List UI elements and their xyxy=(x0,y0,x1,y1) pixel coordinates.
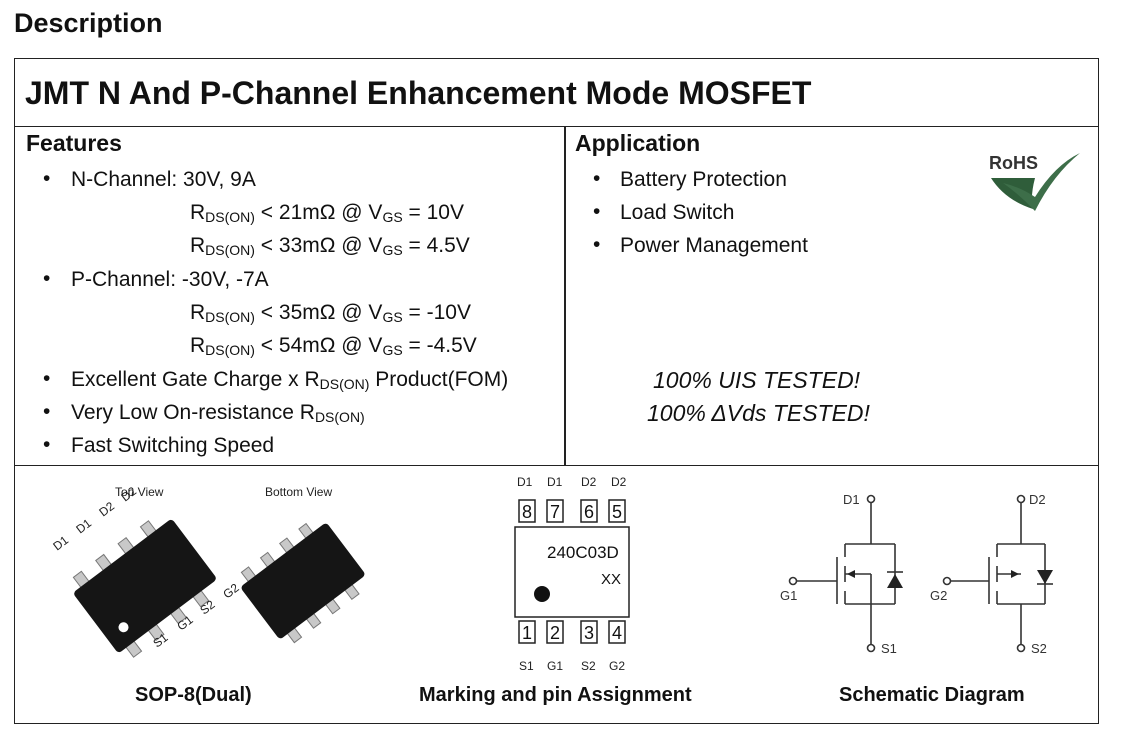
terminal-label: G2 xyxy=(930,588,947,603)
feature-fast-switching: Fast Switching Speed xyxy=(71,434,275,457)
feature-p-rds-2: RDS(ON) < 54mΩ @ VGS = -4.5V xyxy=(190,334,477,358)
feature-low-resistance: Very Low On-resistance RDS(ON) xyxy=(71,401,365,425)
pin-label: G1 xyxy=(547,659,563,673)
pin-label: D2 xyxy=(96,499,117,520)
application-heading: Application xyxy=(575,130,701,156)
terminal-label: S2 xyxy=(1031,641,1047,656)
column-divider xyxy=(564,127,566,465)
bullet: • xyxy=(43,400,51,423)
bottom-view-chip xyxy=(240,522,365,644)
application-item: Battery Protection xyxy=(620,168,787,191)
pin-number: 2 xyxy=(550,623,560,643)
product-title: JMT N And P-Channel Enhancement Mode MOS… xyxy=(25,75,812,111)
bullet: • xyxy=(43,167,51,190)
pin-label: S2 xyxy=(581,659,596,673)
marking-code: 240C03D xyxy=(547,543,619,562)
n-diode-icon xyxy=(887,574,903,588)
bullet: • xyxy=(593,200,601,223)
pin-number: 8 xyxy=(522,502,532,522)
pin-number: 7 xyxy=(550,502,560,522)
marking-diagram: D1 D1 D2 D2 8 7 6 5 1 2 xyxy=(514,475,630,673)
pin-label: D1 xyxy=(547,475,563,489)
rohs-leaf-icon xyxy=(991,178,1035,209)
pin-number: 1 xyxy=(522,623,532,643)
pin-number: 6 xyxy=(584,502,594,522)
features-heading: Features xyxy=(26,130,122,156)
bullet: • xyxy=(593,233,601,256)
p-diode-icon xyxy=(1037,570,1053,584)
feature-fom: Excellent Gate Charge x RDS(ON) Product(… xyxy=(71,368,509,392)
bullet: • xyxy=(43,367,51,390)
feature-p-rds-1: RDS(ON) < 35mΩ @ VGS = -10V xyxy=(190,301,471,325)
marking-caption: Marking and pin Assignment xyxy=(419,684,692,706)
bullet: • xyxy=(43,267,51,290)
schematic-caption: Schematic Diagram xyxy=(839,684,1025,706)
terminal-label: S1 xyxy=(881,641,897,656)
pin-label: D1 xyxy=(517,475,533,489)
terminal-label: G1 xyxy=(780,588,797,603)
feature-n-rds-2: RDS(ON) < 33mΩ @ VGS = 4.5V xyxy=(190,234,470,258)
feature-n-channel: N-Channel: 30V, 9A xyxy=(71,168,256,191)
terminal-label: D2 xyxy=(1029,492,1046,507)
pin-label: G2 xyxy=(220,580,241,601)
pin-label: S1 xyxy=(519,659,534,673)
application-item: Load Switch xyxy=(620,201,735,224)
features-application-row: Features • N-Channel: 30V, 9A RDS(ON) < … xyxy=(15,127,1098,466)
pin-label: D2 xyxy=(581,475,597,489)
pin-label: D1 xyxy=(50,533,71,554)
bottom-view-label: Bottom View xyxy=(265,485,332,499)
top-view-chip xyxy=(72,519,216,658)
title-row: JMT N And P-Channel Enhancement Mode MOS… xyxy=(15,59,1098,127)
rohs-label: RoHS xyxy=(989,153,1038,173)
pin-number: 4 xyxy=(612,623,622,643)
package-row: Top View Bottom View D1 D1 D2 xyxy=(15,466,1098,723)
terminal-label: D1 xyxy=(843,492,860,507)
lot-code: XX xyxy=(601,571,621,588)
sop8-package-illustration: Top View Bottom View D1 D1 D2 xyxy=(50,484,365,658)
rohs-logo: RoHS xyxy=(989,153,1080,211)
pin-number: 5 xyxy=(612,502,622,522)
application-item: Power Management xyxy=(620,234,808,257)
pin-number: 3 xyxy=(584,623,594,643)
p-arrow-icon xyxy=(1011,570,1019,578)
vds-tested-note: 100% ΔVds TESTED! xyxy=(647,400,870,426)
pin-label: G2 xyxy=(609,659,625,673)
uis-tested-note: 100% UIS TESTED! xyxy=(653,367,861,393)
sop8-caption: SOP-8(Dual) xyxy=(135,684,252,706)
top-view-label: Top View xyxy=(115,485,164,499)
pin-label: D1 xyxy=(73,516,94,537)
pin1-dot xyxy=(534,586,550,602)
section-heading: Description xyxy=(14,8,163,38)
bullet: • xyxy=(593,167,601,190)
n-arrow-icon xyxy=(847,570,855,578)
rohs-check-icon xyxy=(1003,153,1080,211)
bullet: • xyxy=(43,433,51,456)
pin-label: D2 xyxy=(611,475,627,489)
schematic-diagram: D1 G1 S1 D2 G2 S2 xyxy=(780,492,1053,656)
chip-body xyxy=(514,526,630,618)
feature-n-rds-1: RDS(ON) < 21mΩ @ VGS = 10V xyxy=(190,201,464,225)
description-table: JMT N And P-Channel Enhancement Mode MOS… xyxy=(14,58,1099,724)
feature-p-channel: P-Channel: -30V, -7A xyxy=(71,268,269,291)
